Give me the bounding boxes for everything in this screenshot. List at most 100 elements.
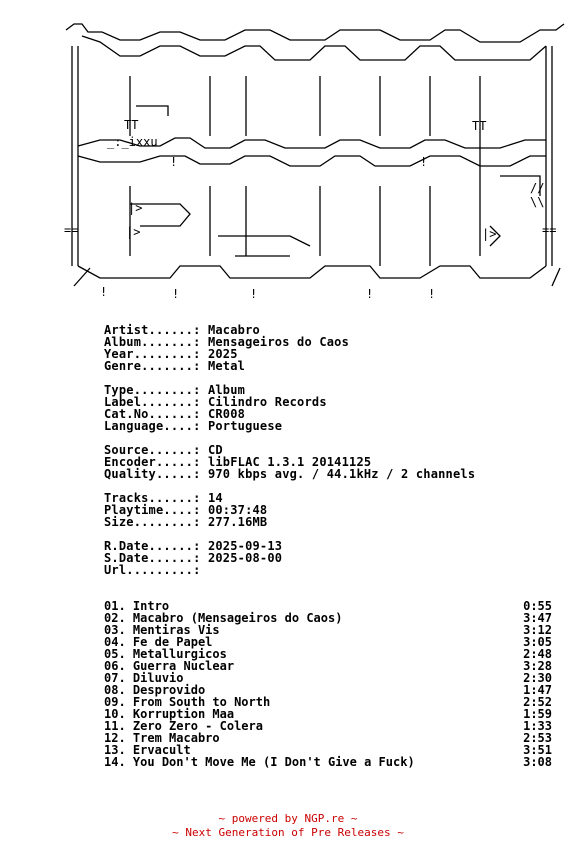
track-title: 11. Zero Zero - Colera bbox=[104, 720, 263, 732]
info-value: 2025 bbox=[207, 347, 238, 361]
svg-text:_:_ixxu: _:_ixxu bbox=[107, 135, 158, 149]
track-duration: 1:33 bbox=[523, 719, 552, 733]
info-label: Playtime....: bbox=[104, 503, 208, 517]
info-line: Genre.......: Metal bbox=[104, 360, 564, 372]
info-label: Size........: bbox=[104, 515, 208, 529]
svg-text:!: ! bbox=[172, 287, 179, 301]
track-number: 02. bbox=[104, 611, 126, 625]
info-value: 277.16MB bbox=[207, 515, 268, 529]
info-line: Encoder.....: libFLAC 1.3.1 20141125 bbox=[104, 456, 564, 468]
info-group-dates: R.Date......: 2025-09-13 S.Date......: 2… bbox=[104, 540, 564, 576]
track-duration: 2:30 bbox=[523, 671, 552, 685]
track-title: 07. Diluvio bbox=[104, 672, 184, 684]
info-line: Label.......: Cilindro Records bbox=[104, 396, 564, 408]
svg-text:|>: |> bbox=[126, 225, 140, 239]
info-label: Album.......: bbox=[104, 335, 208, 349]
info-value: 2025-08-00 bbox=[207, 551, 283, 565]
info-value: Mensageiros do Caos bbox=[207, 335, 350, 349]
track-row: 13. Ervacult 3:51 bbox=[104, 744, 552, 756]
track-row: 14. You Don't Move Me (I Don't Give a Fu… bbox=[104, 756, 552, 768]
track-name: Mentiras Vis bbox=[132, 623, 220, 637]
svg-text://: // bbox=[530, 181, 544, 195]
info-line: Artist......: Macabro bbox=[104, 324, 564, 336]
info-value: Album bbox=[207, 383, 246, 397]
track-title: 05. Metallurgicos bbox=[104, 648, 227, 660]
info-line: Playtime....: 00:37:48 bbox=[104, 504, 564, 516]
info-label: S.Date......: bbox=[104, 551, 208, 565]
svg-text:TT: TT bbox=[124, 118, 138, 132]
track-name: Desprovido bbox=[132, 683, 206, 697]
ascii-art-logo: ! ! ! ! ! ! ! _:_ixxu TT TT == == |> |> … bbox=[60, 16, 572, 306]
track-name: Zero Zero - Colera bbox=[132, 719, 263, 733]
track-duration: 3:51 bbox=[523, 743, 552, 757]
track-number: 05. bbox=[104, 647, 126, 661]
track-row: 06. Guerra Nuclear 3:28 bbox=[104, 660, 552, 672]
info-group-artist: Artist......: Macabro Album.......: Mens… bbox=[104, 324, 564, 372]
info-value: CR008 bbox=[207, 407, 246, 421]
track-number: 06. bbox=[104, 659, 126, 673]
info-value: libFLAC 1.3.1 20141125 bbox=[207, 455, 372, 469]
info-label: Source......: bbox=[104, 443, 208, 457]
info-value: 00:37:48 bbox=[207, 503, 268, 517]
svg-text:\\: \\ bbox=[530, 195, 544, 209]
info-line: Cat.No......: CR008 bbox=[104, 408, 564, 420]
info-line: S.Date......: 2025-08-00 bbox=[104, 552, 564, 564]
svg-text:|>: |> bbox=[482, 227, 496, 241]
track-title: 02. Macabro (Mensageiros do Caos) bbox=[104, 612, 342, 624]
track-title: 10. Korruption Maa bbox=[104, 708, 234, 720]
track-duration: 3:28 bbox=[523, 659, 552, 673]
svg-text:==: == bbox=[64, 223, 78, 237]
track-number: 04. bbox=[104, 635, 126, 649]
track-name: Trem Macabro bbox=[132, 731, 220, 745]
info-group-source: Source......: CD Encoder.....: libFLAC 1… bbox=[104, 444, 564, 480]
track-title: 13. Ervacult bbox=[104, 744, 191, 756]
info-value: Metal bbox=[207, 359, 246, 373]
track-number: 11. bbox=[104, 719, 126, 733]
info-value: 970 kbps avg. / 44.1kHz / 2 channels bbox=[207, 467, 476, 481]
info-group-tracks: Tracks......: 14 Playtime....: 00:37:48 … bbox=[104, 492, 564, 528]
svg-text:!: ! bbox=[100, 285, 107, 299]
info-label: Artist......: bbox=[104, 323, 208, 337]
track-number: 14. bbox=[104, 755, 126, 769]
svg-text:!: ! bbox=[420, 155, 427, 169]
track-title: 03. Mentiras Vis bbox=[104, 624, 220, 636]
info-value: Cilindro Records bbox=[207, 395, 327, 409]
track-title: 09. From South to North bbox=[104, 696, 270, 708]
track-name: Fe de Papel bbox=[132, 635, 213, 649]
track-duration: 0:55 bbox=[523, 599, 552, 613]
info-label: Tracks......: bbox=[104, 491, 208, 505]
track-name: Korruption Maa bbox=[132, 707, 235, 721]
info-group-type: Type........: Album Label.......: Cilind… bbox=[104, 384, 564, 432]
track-title: 01. Intro bbox=[104, 600, 169, 612]
svg-text:|>: |> bbox=[128, 201, 142, 215]
info-label: Type........: bbox=[104, 383, 208, 397]
track-duration: 3:12 bbox=[523, 623, 552, 637]
track-name: Guerra Nuclear bbox=[132, 659, 235, 673]
info-line: Album.......: Mensageiros do Caos bbox=[104, 336, 564, 348]
track-row: 07. Diluvio 2:30 bbox=[104, 672, 552, 684]
svg-text:!: ! bbox=[366, 287, 373, 301]
info-label: Year........: bbox=[104, 347, 208, 361]
track-number: 07. bbox=[104, 671, 126, 685]
track-row: 02. Macabro (Mensageiros do Caos)3:47 bbox=[104, 612, 552, 624]
info-value: 14 bbox=[207, 491, 223, 505]
track-name: Ervacult bbox=[132, 743, 191, 757]
info-value: CD bbox=[207, 443, 223, 457]
track-name: You Don't Move Me (I Don't Give a Fuck) bbox=[132, 755, 415, 769]
info-label: R.Date......: bbox=[104, 539, 208, 553]
track-number: 03. bbox=[104, 623, 126, 637]
release-info: Artist......: Macabro Album.......: Mens… bbox=[104, 324, 564, 576]
footer-powered-by: ~ powered by NGP.re ~ bbox=[218, 812, 358, 825]
track-name: Intro bbox=[132, 599, 170, 613]
track-title: 06. Guerra Nuclear bbox=[104, 660, 234, 672]
track-duration: 3:08 bbox=[523, 755, 552, 769]
info-line: Url.........: bbox=[104, 564, 564, 576]
track-row: 01. Intro 0:55 bbox=[104, 600, 552, 612]
track-name: Macabro (Mensageiros do Caos) bbox=[132, 611, 343, 625]
info-line: R.Date......: 2025-09-13 bbox=[104, 540, 564, 552]
track-list: 01. Intro 0:55 02. Macabro (Mensageiros d… bbox=[104, 600, 564, 768]
track-number: 13. bbox=[104, 743, 126, 757]
